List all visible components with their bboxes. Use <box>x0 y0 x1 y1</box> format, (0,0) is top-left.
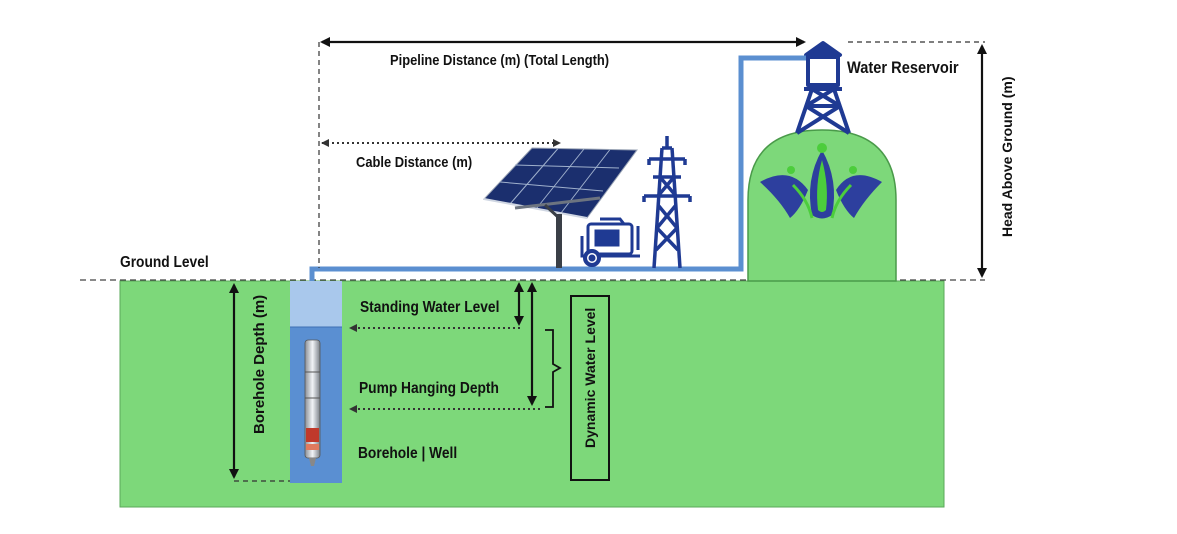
pipeline-distance-label: Pipeline Distance (m) (Total Length) <box>390 52 610 69</box>
standing-water-level-label: Standing Water Level <box>360 299 500 316</box>
dynamic-level-bracket <box>545 329 562 408</box>
pump-hanging-depth-label: Pump Hanging Depth <box>359 380 499 397</box>
logo-icon <box>760 143 882 219</box>
generator-icon <box>580 217 640 267</box>
power-pylon-icon <box>642 136 692 269</box>
water-reservoir-label: Water Reservoir <box>847 58 959 77</box>
solar-panel-icon <box>483 147 638 268</box>
dynamic-water-level-label: Dynamic Water Level <box>582 307 598 448</box>
borehole-dry-section <box>290 281 342 327</box>
water-tower-icon <box>795 41 851 135</box>
borehole-well-label: Borehole | Well <box>358 445 458 462</box>
submersible-pump-icon <box>304 339 321 466</box>
dynamic-water-level-box <box>570 295 610 481</box>
ground-level-label: Ground Level <box>120 254 209 271</box>
borehole-depth-label: Borehole Depth (m) <box>251 294 268 434</box>
cable-distance-label: Cable Distance (m) <box>356 154 473 171</box>
head-above-ground-label: Head Above Ground (m) <box>999 76 1015 238</box>
